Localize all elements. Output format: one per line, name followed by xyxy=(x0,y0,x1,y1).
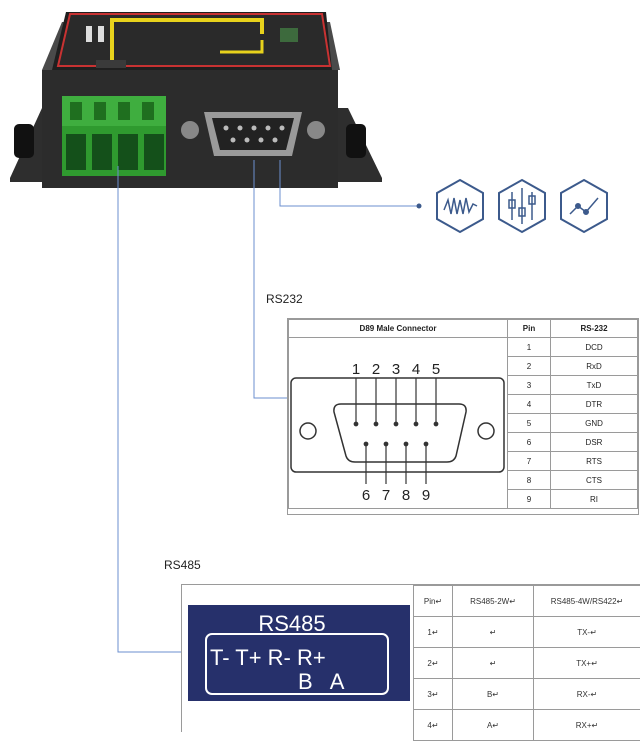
rs232-pin: 4 xyxy=(508,395,551,414)
rs232-signal: RTS xyxy=(551,452,638,471)
db9-connector-drawing: 1 2 3 4 5 6 7 8 9 xyxy=(289,338,507,513)
db9-pin-number: 3 xyxy=(392,361,400,378)
db9-pin-number: 7 xyxy=(382,487,390,504)
rs232-signal: CTS xyxy=(551,471,638,490)
rs232-pin: 9 xyxy=(508,490,551,509)
rs232-signal: RI xyxy=(551,490,638,509)
rs232-header-pin: Pin xyxy=(508,320,551,338)
rs485-2w-signal: ↵ xyxy=(453,617,534,648)
rs232-pin: 1 xyxy=(508,338,551,357)
rs485-2w-signal: B↵ xyxy=(453,679,534,710)
rs232-pin: 2 xyxy=(508,357,551,376)
rs485-panel-title: RS485 xyxy=(258,611,325,636)
rs485-4w-signal: RX-↵ xyxy=(534,679,640,710)
circuit-icon xyxy=(499,180,545,232)
db9-diagram-cell: 1 2 3 4 5 6 7 8 9 xyxy=(289,338,508,509)
db9-pin-number: 6 xyxy=(362,487,370,504)
rs232-signal: GND xyxy=(551,414,638,433)
signal-icon xyxy=(561,180,607,232)
rs485-2w-signal: A↵ xyxy=(453,710,534,741)
waveform-icon xyxy=(437,180,483,232)
terminal-block xyxy=(62,96,166,176)
db9-pin-number: 9 xyxy=(422,487,430,504)
rs232-pinout-panel: D89 Male Connector Pin RS-232 xyxy=(287,318,639,515)
rs232-pin: 3 xyxy=(508,376,551,395)
db9-pin-number: 2 xyxy=(372,361,380,378)
rs485-2w-signal: ↵ xyxy=(453,648,534,679)
rs232-pin: 6 xyxy=(508,433,551,452)
rs232-pin: 7 xyxy=(508,452,551,471)
rs232-pin: 8 xyxy=(508,471,551,490)
rs232-signal: DSR xyxy=(551,433,638,452)
rs485-caption: RS485 xyxy=(164,558,201,572)
db9-pin-number: 8 xyxy=(402,487,410,504)
rs485-pin: 2↵ xyxy=(414,648,453,679)
rs485-4w-signal: RX+↵ xyxy=(534,710,640,741)
rs485-pin: 1↵ xyxy=(414,617,453,648)
rs232-signal: DCD xyxy=(551,338,638,357)
db9-pin-number: 1 xyxy=(352,361,360,378)
rs485-terminal-labels: T- T+ R- R+ xyxy=(210,645,326,670)
rs485-4w-signal: TX-↵ xyxy=(534,617,640,648)
rs485-4w-signal: TX+↵ xyxy=(534,648,640,679)
rs485-terminal-sub-labels: B A xyxy=(298,669,345,694)
rs485-pinout-panel: RS485 T- T+ R- R+ B A Pin↵ RS485-2W↵ RS4… xyxy=(181,584,640,732)
rs485-pin: 4↵ xyxy=(414,710,453,741)
rs485-header-2w: RS485-2W↵ xyxy=(453,586,534,617)
rs485-terminal-panel: RS485 T- T+ R- R+ B A xyxy=(188,605,410,701)
rs232-signal: TxD xyxy=(551,376,638,395)
rs485-pinout-table: Pin↵ RS485-2W↵ RS485-4W/RS422↵ 1↵↵TX-↵ 2… xyxy=(413,585,640,741)
rs232-signal: RxD xyxy=(551,357,638,376)
rs485-header-pin: Pin↵ xyxy=(414,586,453,617)
rs232-pinout-table: D89 Male Connector Pin RS-232 xyxy=(288,319,638,509)
rs232-signal: DTR xyxy=(551,395,638,414)
rs485-header-4w: RS485-4W/RS422↵ xyxy=(534,586,640,617)
rs232-caption: RS232 xyxy=(266,292,303,306)
leader-dot xyxy=(417,204,422,209)
rs232-header-signal: RS-232 xyxy=(551,320,638,338)
rs232-pin: 5 xyxy=(508,414,551,433)
db9-pin-number: 5 xyxy=(432,361,440,378)
rs232-header-connector: D89 Male Connector xyxy=(289,320,508,338)
db9-pin-number: 4 xyxy=(412,361,420,378)
right-mounting-ear xyxy=(336,108,382,182)
rs485-pin: 3↵ xyxy=(414,679,453,710)
